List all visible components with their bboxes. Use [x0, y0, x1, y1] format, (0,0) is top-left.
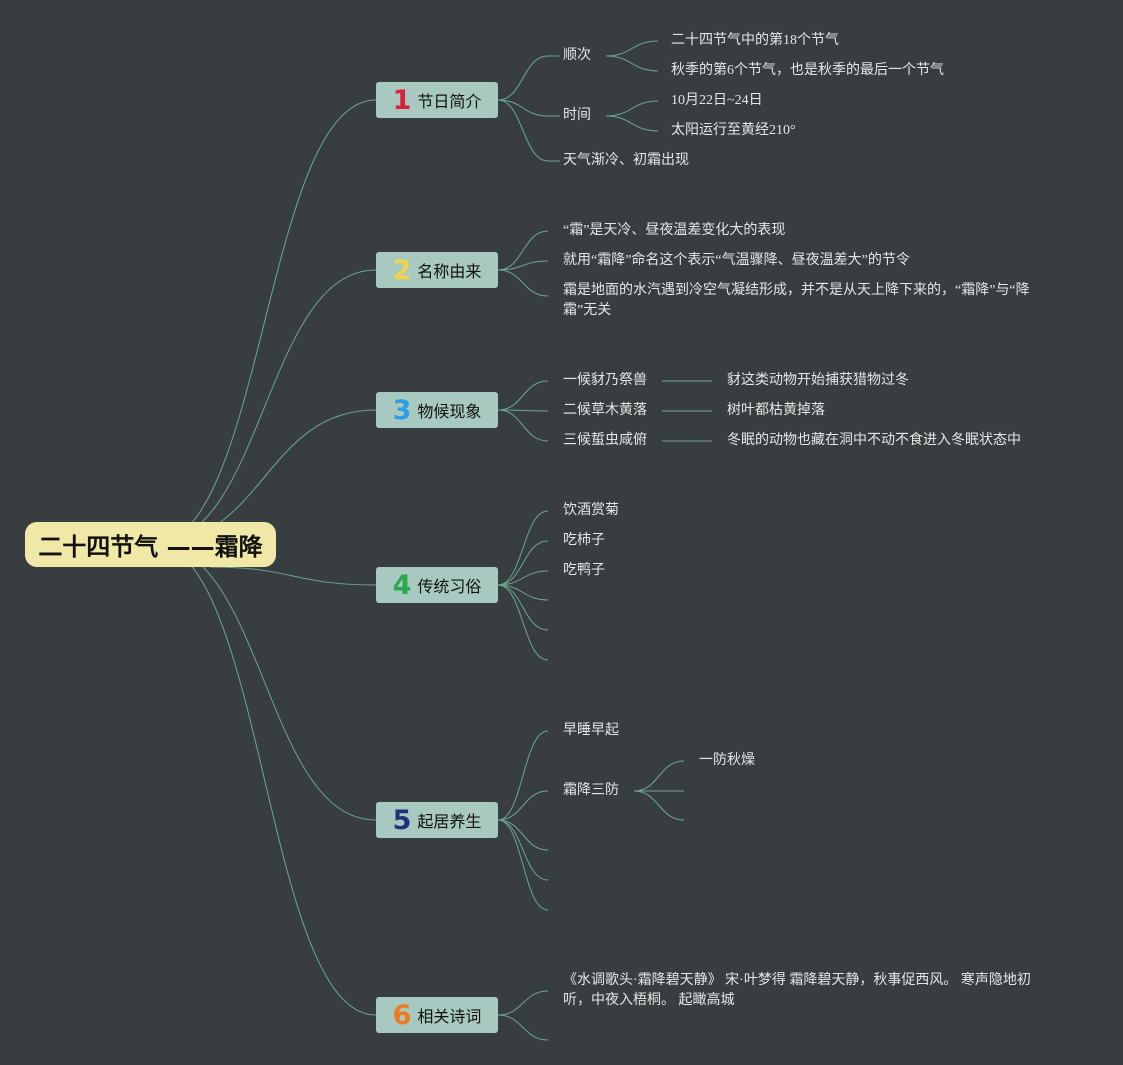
- topic-early-sleep-rise[interactable]: 早睡早起: [563, 723, 619, 738]
- branch-poems[interactable]: 6 相关诗词: [376, 997, 498, 1033]
- branch-link: [497, 269, 549, 297]
- branch-festival-intro[interactable]: 1 节日简介: [376, 82, 498, 118]
- branch-link: [497, 819, 549, 911]
- branch-link: [497, 584, 549, 631]
- topic-time[interactable]: 时间: [563, 108, 591, 123]
- branch-phenology[interactable]: 3 物候现象: [376, 392, 498, 428]
- branch-label: 起居养生: [417, 812, 482, 831]
- root-link: [152, 543, 377, 1016]
- topic-pentad-3-detail[interactable]: 冬眠的动物也藏在洞中不动不食进入冬眠状态中: [727, 433, 1021, 448]
- branch-link: [497, 819, 549, 881]
- branch-link: [497, 990, 549, 1016]
- branch-link: [497, 510, 549, 586]
- branch-link: [497, 230, 549, 271]
- branch-link: [497, 409, 549, 442]
- branch-label: 名称由来: [417, 262, 482, 281]
- branch-link: [497, 819, 549, 851]
- branch-link: [497, 1014, 549, 1041]
- branch-link: [497, 380, 549, 411]
- sub-link: [605, 40, 659, 57]
- branch-label: 传统习俗: [417, 577, 482, 596]
- topic-pentad-2-detail[interactable]: 树叶都枯黄掉落: [727, 403, 825, 418]
- root-topic[interactable]: 二十四节气 ——霜降: [25, 522, 276, 567]
- topic-pentad-3[interactable]: 三候蜇虫咸俯: [563, 433, 647, 448]
- sub-link: [605, 55, 659, 72]
- sub-link: [605, 100, 659, 117]
- topic-naming[interactable]: 就用“霜降”命名这个表示“气温骤降、昼夜温差大”的节令: [563, 253, 910, 268]
- topic-frost-formation[interactable]: 霜是地面的水汽遇到冷空气凝结形成，并不是从天上降下来的，“霜降”与“降霜”无关: [563, 283, 1030, 318]
- topic-three-precautions[interactable]: 霜降三防: [563, 783, 619, 798]
- topic-order-18th[interactable]: 二十四节气中的第18个节气: [671, 33, 839, 48]
- root-link: [152, 269, 377, 545]
- branch-link: [497, 540, 549, 586]
- topic-time-date[interactable]: 10月22日~24日: [671, 93, 763, 108]
- branch-link: [497, 570, 549, 586]
- topic-eat-persimmon[interactable]: 吃柿子: [563, 533, 605, 548]
- branch-name-origin[interactable]: 2 名称由来: [376, 252, 498, 288]
- branch-link: [497, 790, 549, 821]
- number-3-icon: 3: [392, 394, 412, 426]
- topic-pentad-1[interactable]: 一候豺乃祭兽: [563, 373, 647, 388]
- branch-link: [497, 99, 549, 162]
- number-5-icon: 5: [392, 804, 412, 836]
- branch-label: 相关诗词: [417, 1007, 482, 1026]
- branch-label: 节日简介: [417, 92, 482, 111]
- number-2-icon: 2: [392, 254, 412, 286]
- sub-link: [633, 760, 685, 792]
- number-4-icon: 4: [392, 569, 412, 601]
- branch-link: [497, 584, 549, 661]
- topic-order-autumn-6th[interactable]: 秋季的第6个节气，也是秋季的最后一个节气: [671, 63, 944, 78]
- sub-link: [605, 115, 659, 132]
- branch-link: [497, 730, 549, 821]
- branch-link: [497, 260, 549, 271]
- topic-order[interactable]: 顺次: [563, 48, 591, 63]
- branch-label: 物候现象: [417, 402, 482, 421]
- branch-health[interactable]: 5 起居养生: [376, 802, 498, 838]
- branch-link: [497, 409, 549, 412]
- topic-weather[interactable]: 天气渐冷、初霜出现: [563, 153, 689, 168]
- topic-drink-admire-chrysanthemum[interactable]: 饮酒赏菊: [563, 503, 619, 518]
- topic-pentad-1-detail[interactable]: 豺这类动物开始捕获猎物过冬: [727, 373, 909, 388]
- topic-eat-duck[interactable]: 吃鸭子: [563, 563, 605, 578]
- root-link: [152, 99, 377, 545]
- branch-link: [497, 584, 549, 601]
- root-link: [209, 566, 377, 586]
- topic-frost-meaning[interactable]: “霜”是天冷、昼夜温差变化大的表现: [563, 223, 786, 238]
- topic-prevent-dryness[interactable]: 一防秋燥: [699, 753, 755, 768]
- topic-poem[interactable]: 《水调歌头·霜降碧天静》 宋·叶梦得 霜降碧天静，秋事促西风。 寒声隐地初听，中…: [563, 973, 1031, 1008]
- sub-link: [633, 790, 685, 821]
- branch-link: [497, 99, 549, 117]
- branch-customs[interactable]: 4 传统习俗: [376, 567, 498, 603]
- branch-link: [497, 55, 549, 101]
- root-title: 二十四节气 ——霜降: [38, 533, 263, 561]
- number-1-icon: 1: [392, 84, 412, 116]
- topic-time-longitude[interactable]: 太阳运行至黄经210°: [671, 123, 796, 138]
- topic-pentad-2[interactable]: 二候草木黄落: [563, 403, 647, 418]
- number-6-icon: 6: [392, 999, 412, 1031]
